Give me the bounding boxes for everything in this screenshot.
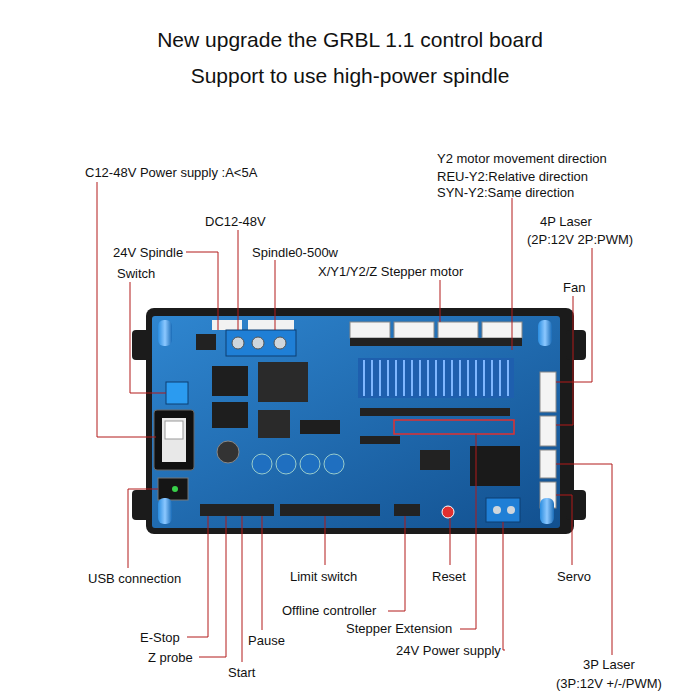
callout-label: Fan (563, 280, 585, 295)
callout-label: Servo (557, 569, 591, 584)
callout-label: 3P Laser (583, 657, 635, 672)
callout-label: 4P Laser (540, 214, 592, 229)
callout-label: Reset (432, 569, 466, 584)
callout-label: 24V Power supply (396, 643, 501, 658)
callout-label: REU-Y2:Relative direction (437, 169, 588, 184)
callout-label: X/Y1/Y2/Z Stepper motor (318, 264, 463, 279)
subtitle: Support to use high-power spindle (0, 64, 700, 88)
callout-label: (2P:12V 2P:PWM) (527, 232, 633, 247)
callout-label: Pause (248, 633, 285, 648)
callout-label: Y2 motor movement direction (437, 151, 607, 166)
callout-label: USB connection (88, 571, 181, 586)
callout-label: E-Stop (140, 630, 180, 645)
callout-label: (3P:12V +/-/PWM) (556, 676, 662, 691)
callout-label: DC12-48V (205, 214, 266, 229)
callout-label: Spindle0-500w (252, 245, 338, 260)
callout-label: 24V Spindle (113, 245, 183, 260)
page-title: New upgrade the GRBL 1.1 control board (0, 28, 700, 52)
callout-label: Limit switch (290, 569, 357, 584)
callout-label: Offline controller (282, 603, 376, 618)
callout-label: Z probe (148, 650, 193, 665)
callout-label: Start (228, 665, 255, 680)
callout-label: Switch (117, 266, 155, 281)
callout-label: C12-48V Power supply :A<5A (85, 165, 257, 180)
callout-label: SYN-Y2:Same direction (437, 185, 574, 200)
callout-label: Stepper Extension (346, 621, 452, 636)
